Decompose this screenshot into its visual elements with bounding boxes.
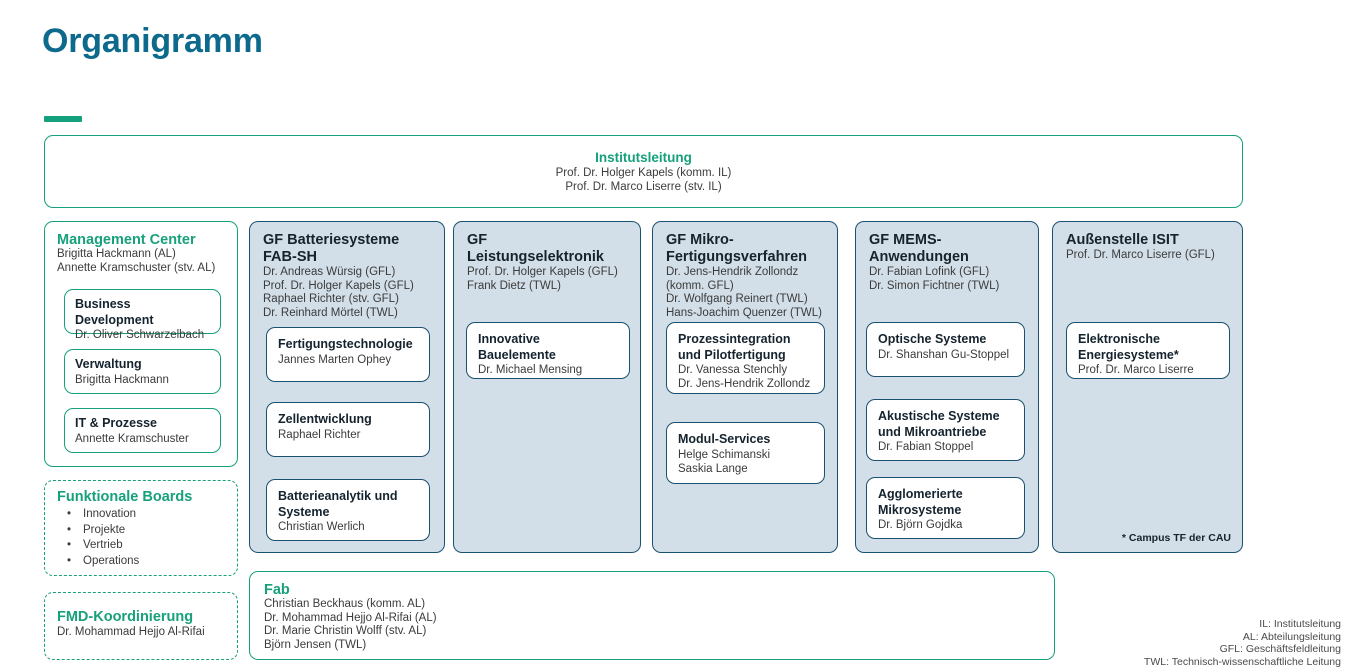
list-item: Vertrieb (57, 538, 225, 554)
column-person: Prof. Dr. Marco Liserre (GFL) (1066, 249, 1215, 261)
list-item: Innovation (57, 507, 225, 523)
funktionale-boards-title: Funktionale Boards (57, 489, 193, 505)
institutsleitung-title: Institutsleitung (595, 150, 692, 165)
funktionale-boards-box: Funktionale Boards Innovation Projekte V… (44, 480, 238, 576)
card-title: Batterieanalytik und Systeme (278, 489, 398, 519)
card-agglomerierte-mikrosysteme[interactable]: Agglomerierte Mikrosysteme Dr. Björn Goj… (866, 477, 1025, 539)
fmd-title: FMD-Koordinierung (57, 609, 194, 625)
card-person: Dr. Vanessa Stenchly (678, 364, 788, 376)
column-person: Dr. Fabian Lofink (GFL) (869, 266, 990, 278)
card-title: Fertigungstechnologie (278, 337, 413, 351)
card-person: Jannes Marten Ophey (278, 353, 392, 366)
legend-entry: AL: Abteilungsleitung (1242, 630, 1341, 643)
card-modul-services[interactable]: Modul-Services Helge Schimanski Saskia L… (666, 422, 825, 484)
fab-box: Fab Christian Beckhaus (komm. AL) Dr. Mo… (249, 571, 1055, 660)
card-person: Brigitta Hackmann (75, 373, 169, 386)
card-person: Dr. Oliver Schwarzelbach (75, 329, 205, 341)
card-prozessintegration[interactable]: Prozessintegration und Pilotfertigung Dr… (666, 322, 825, 394)
card-title: Verwaltung (75, 357, 142, 371)
list-item: Projekte (57, 523, 225, 539)
column-person: Raphael Richter (stv. GFL) (263, 293, 399, 305)
institutsleitung-box: Institutsleitung Prof. Dr. Holger Kapels… (44, 135, 1243, 208)
card-elektronische-energiesysteme[interactable]: Elektronische Energiesysteme* Prof. Dr. … (1066, 322, 1230, 379)
column-person: Hans-Joachim Quenzer (TWL) (666, 306, 822, 319)
card-title: Akustische Systeme und Mikroantriebe (878, 409, 1000, 439)
card-title: Agglomerierte Mikrosysteme (878, 487, 963, 517)
card-person: Helge Schimanski (678, 448, 771, 461)
column-title: GF MEMS-Anwendungen (869, 232, 969, 265)
column-person: Prof. Dr. Holger Kapels (GFL) (263, 279, 414, 292)
card-innovative-bauelemente[interactable]: Innovative Bauelemente Dr. Michael Mensi… (466, 322, 630, 379)
card-person: Raphael Richter (278, 428, 361, 441)
card-person: Annette Kramschuster (75, 432, 189, 445)
fab-person: Dr. Marie Christin Wolff (stv. AL) (264, 625, 427, 637)
management-center-box: Management Center Brigitta Hackmann (AL)… (44, 221, 238, 467)
card-optische-systeme[interactable]: Optische Systeme Dr. Shanshan Gu-Stoppel (866, 322, 1025, 377)
column-gf-mikro-fertigungsverfahren: GF Mikro-Fertigungsverfahren Dr. Jens-He… (652, 221, 838, 553)
column-gf-mems-anwendungen: GF MEMS-Anwendungen Dr. Fabian Lofink (G… (855, 221, 1039, 553)
page-title: Organigramm (42, 22, 263, 60)
legend-entry: IL: Institutsleitung (1259, 618, 1341, 630)
card-title: Elektronische Energiesysteme* (1078, 332, 1179, 362)
card-person: Dr. Jens-Hendrik Zollondz (678, 378, 811, 390)
column-person: Dr. Jens-Hendrik Zollondz (komm. GFL) (666, 266, 799, 292)
column-aussenstelle-isit: Außenstelle ISIT Prof. Dr. Marco Liserre… (1052, 221, 1243, 553)
column-person: Dr. Reinhard Mörtel (TWL) (263, 306, 398, 319)
institutsleitung-person: Prof. Dr. Holger Kapels (komm. IL) (555, 167, 732, 179)
abbreviation-legend: IL: Institutsleitung AL: Abteilungsleitu… (1144, 618, 1341, 668)
card-fertigungstechnologie[interactable]: Fertigungstechnologie Jannes Marten Ophe… (266, 327, 430, 382)
card-person: Dr. Shanshan Gu-Stoppel (878, 348, 1010, 361)
column-person: Dr. Andreas Würsig (GFL) (263, 266, 396, 278)
card-it-prozesse[interactable]: IT & Prozesse Annette Kramschuster (64, 408, 221, 453)
column-gf-leistungselektronik: GF Leistungselektronik Prof. Dr. Holger … (453, 221, 641, 553)
fab-title: Fab (264, 582, 290, 598)
column-person: Frank Dietz (TWL) (467, 279, 561, 292)
card-person: Saskia Lange (678, 462, 748, 475)
column-person: Dr. Wolfgang Reinert (TWL) (666, 293, 808, 305)
management-center-person: Brigitta Hackmann (AL) (57, 248, 176, 260)
card-title: Optische Systeme (878, 332, 987, 346)
fab-person: Dr. Mohammad Hejjo Al-Rifai (AL) (264, 611, 437, 624)
column-person: Dr. Simon Fichtner (TWL) (869, 279, 1000, 292)
card-batterieanalytik[interactable]: Batterieanalytik und Systeme Christian W… (266, 479, 430, 541)
card-zellentwicklung[interactable]: Zellentwicklung Raphael Richter (266, 402, 430, 457)
card-person: Dr. Michael Mensing (478, 364, 583, 376)
card-person: Dr. Fabian Stoppel (878, 441, 974, 453)
column-title: GF Mikro-Fertigungsverfahren (666, 232, 807, 265)
card-person: Dr. Björn Gojdka (878, 519, 963, 531)
column-title: Außenstelle ISIT (1066, 232, 1179, 248)
card-title: Prozessintegration und Pilotfertigung (678, 332, 791, 362)
legend-entry: TWL: Technisch-wissenschaftliche Leitung (1143, 655, 1341, 668)
list-item: Operations (57, 554, 225, 570)
column-title: GF Batteriesysteme FAB-SH (263, 232, 400, 265)
card-title: Innovative Bauelemente (478, 332, 556, 362)
title-accent-rule (44, 116, 82, 122)
column-gf-batteriesysteme: GF Batteriesysteme FAB-SH Dr. Andreas Wü… (249, 221, 445, 553)
fmd-person: Dr. Mohammad Hejjo Al-Rifai (57, 626, 205, 638)
card-title: Modul-Services (678, 432, 771, 446)
management-center-title: Management Center (57, 232, 196, 248)
column-title: GF Leistungselektronik (467, 232, 604, 265)
card-akustische-systeme[interactable]: Akustische Systeme und Mikroantriebe Dr.… (866, 399, 1025, 461)
card-verwaltung[interactable]: Verwaltung Brigitta Hackmann (64, 349, 221, 394)
card-business-development[interactable]: Business Development Dr. Oliver Schwarze… (64, 289, 221, 341)
campus-footnote: * Campus TF der CAU (1121, 532, 1231, 544)
card-title: Zellentwicklung (278, 412, 372, 426)
institutsleitung-person: Prof. Dr. Marco Liserre (stv. IL) (565, 181, 722, 193)
card-person: Prof. Dr. Marco Liserre (1078, 364, 1194, 376)
fab-person: Björn Jensen (TWL) (264, 638, 367, 651)
card-person: Christian Werlich (278, 521, 365, 533)
card-title: Business Development (75, 297, 154, 327)
funktionale-boards-list: Innovation Projekte Vertrieb Operations (57, 507, 225, 569)
fab-person: Christian Beckhaus (komm. AL) (264, 598, 426, 610)
fmd-koordinierung-box: FMD-Koordinierung Dr. Mohammad Hejjo Al-… (44, 592, 238, 660)
legend-entry: GFL: Geschäftsfeldleitung (1219, 643, 1341, 655)
column-person: Prof. Dr. Holger Kapels (GFL) (467, 266, 618, 278)
management-center-person: Annette Kramschuster (stv. AL) (57, 261, 216, 274)
card-title: IT & Prozesse (75, 416, 157, 430)
